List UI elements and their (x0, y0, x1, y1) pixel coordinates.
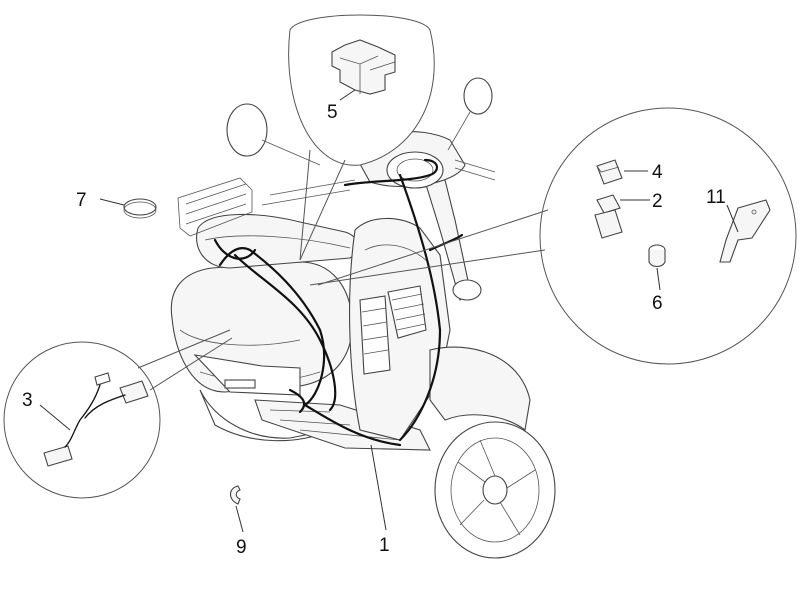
part-3-connector-small (94, 372, 111, 386)
part-5-relay (331, 39, 396, 95)
scooter-illustration (170, 77, 556, 559)
callout-3: 3 (22, 390, 33, 411)
callout-2: 2 (652, 191, 663, 212)
callout-6: 6 (652, 293, 663, 314)
rear-rack (177, 177, 253, 237)
relay-detail-bubble: 5 (288, 14, 435, 261)
side-panel (193, 354, 301, 396)
part-7-clamp: 7 (76, 190, 157, 219)
side-badge (224, 379, 256, 389)
part-3-connector-large (119, 380, 149, 404)
floorboard (254, 399, 431, 451)
part-1-leader: 1 (370, 444, 390, 556)
front-fender (429, 346, 531, 431)
callout-11: 11 (706, 187, 726, 208)
harness-detail-bubble: 3 (3, 329, 233, 499)
callout-5: 5 (327, 102, 338, 123)
part-2-fuse-holder (594, 209, 623, 239)
seat (196, 213, 359, 269)
part-2-fuse (596, 194, 621, 214)
wiring-harness (213, 158, 464, 447)
left-mirror (226, 103, 268, 157)
part-9-clip: 9 (229, 485, 247, 558)
part-4-fuse-cover (596, 159, 623, 185)
fuse-detail-bubble: 4 2 6 (309, 107, 797, 365)
part-3-connector-end (43, 445, 73, 467)
left-handlebar (261, 179, 356, 206)
callout-1: 1 (379, 535, 390, 556)
callout-9: 9 (236, 537, 247, 558)
part-6-cylinder (648, 250, 666, 268)
inner-grille (359, 295, 391, 375)
callout-4: 4 (652, 162, 663, 183)
part-11-bracket: 11 (706, 187, 771, 263)
ignition-switch (452, 279, 482, 301)
right-mirror (463, 77, 493, 115)
speedometer (386, 151, 444, 189)
callout-7: 7 (76, 190, 87, 211)
right-handlebar (454, 159, 496, 181)
